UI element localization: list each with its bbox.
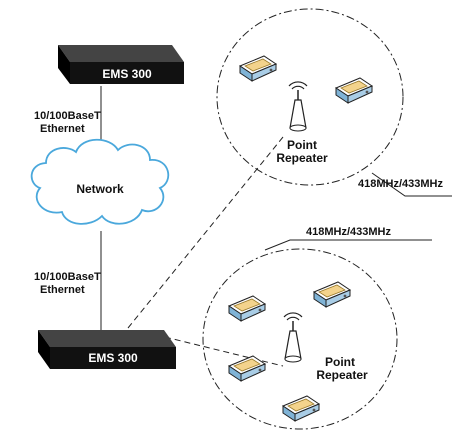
bottom-repeater-label-line1: Point <box>325 355 355 369</box>
wireless-zone-top: Point Repeater <box>216 8 404 186</box>
sensor-icon <box>282 395 320 422</box>
sensor-icon <box>335 77 373 104</box>
top-repeater-label-line2: Repeater <box>276 151 328 165</box>
bottom-repeater-label-line2: Repeater <box>316 368 368 382</box>
wireless-zone-bottom: Point Repeater <box>202 248 398 430</box>
dashed-wireless-link-bottom <box>164 336 284 367</box>
network-cloud-label: Network <box>76 182 124 196</box>
ems-device-top-label: EMS 300 <box>102 67 152 81</box>
bottom-frequency-leader-line <box>264 239 432 251</box>
top-frequency-label: 418MHz/433MHz <box>358 178 443 190</box>
ems-device-top: EMS 300 <box>58 45 184 84</box>
sensor-icon <box>239 55 277 82</box>
bottom-frequency-label: 418MHz/433MHz <box>306 226 391 238</box>
sensor-icon <box>228 295 266 322</box>
sensor-icon <box>228 355 266 382</box>
bottom-ethernet-label-line2: Ethernet <box>40 284 85 296</box>
antenna-icon <box>288 81 308 132</box>
antenna-icon <box>283 312 303 363</box>
sensor-icon <box>313 281 351 308</box>
ems-device-bottom-label: EMS 300 <box>88 351 138 365</box>
top-ethernet-label-line2: Ethernet <box>40 123 85 135</box>
ems-device-bottom: EMS 300 <box>38 330 176 369</box>
top-repeater-label-line1: Point <box>287 138 317 152</box>
top-ethernet-label-line1: 10/100BaseT <box>34 110 101 122</box>
top-frequency-leader-line <box>371 172 452 197</box>
bottom-ethernet-label-line1: 10/100BaseT <box>34 271 101 283</box>
network-cloud: Network <box>30 138 170 225</box>
